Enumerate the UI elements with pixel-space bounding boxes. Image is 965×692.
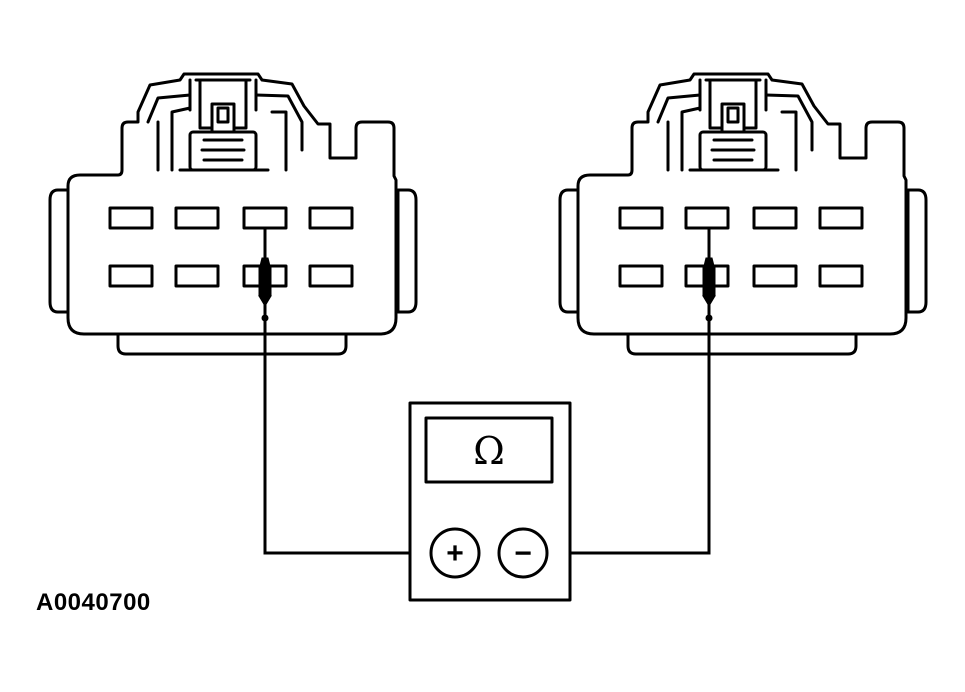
negative-lead-wire — [548, 318, 711, 555]
positive-lead-wire — [263, 318, 430, 555]
ohmmeter: Ω + − — [408, 401, 572, 602]
ohmmeter-display — [424, 416, 554, 484]
figure-id: A0040700 — [36, 589, 151, 616]
right-connector — [558, 72, 928, 356]
positive-terminal — [429, 527, 481, 579]
negative-terminal — [497, 527, 549, 579]
left-connector — [48, 72, 418, 356]
positive-terminal-label: + — [446, 537, 464, 570]
negative-terminal-label: − — [514, 537, 532, 570]
ohm-symbol: Ω — [473, 429, 505, 473]
